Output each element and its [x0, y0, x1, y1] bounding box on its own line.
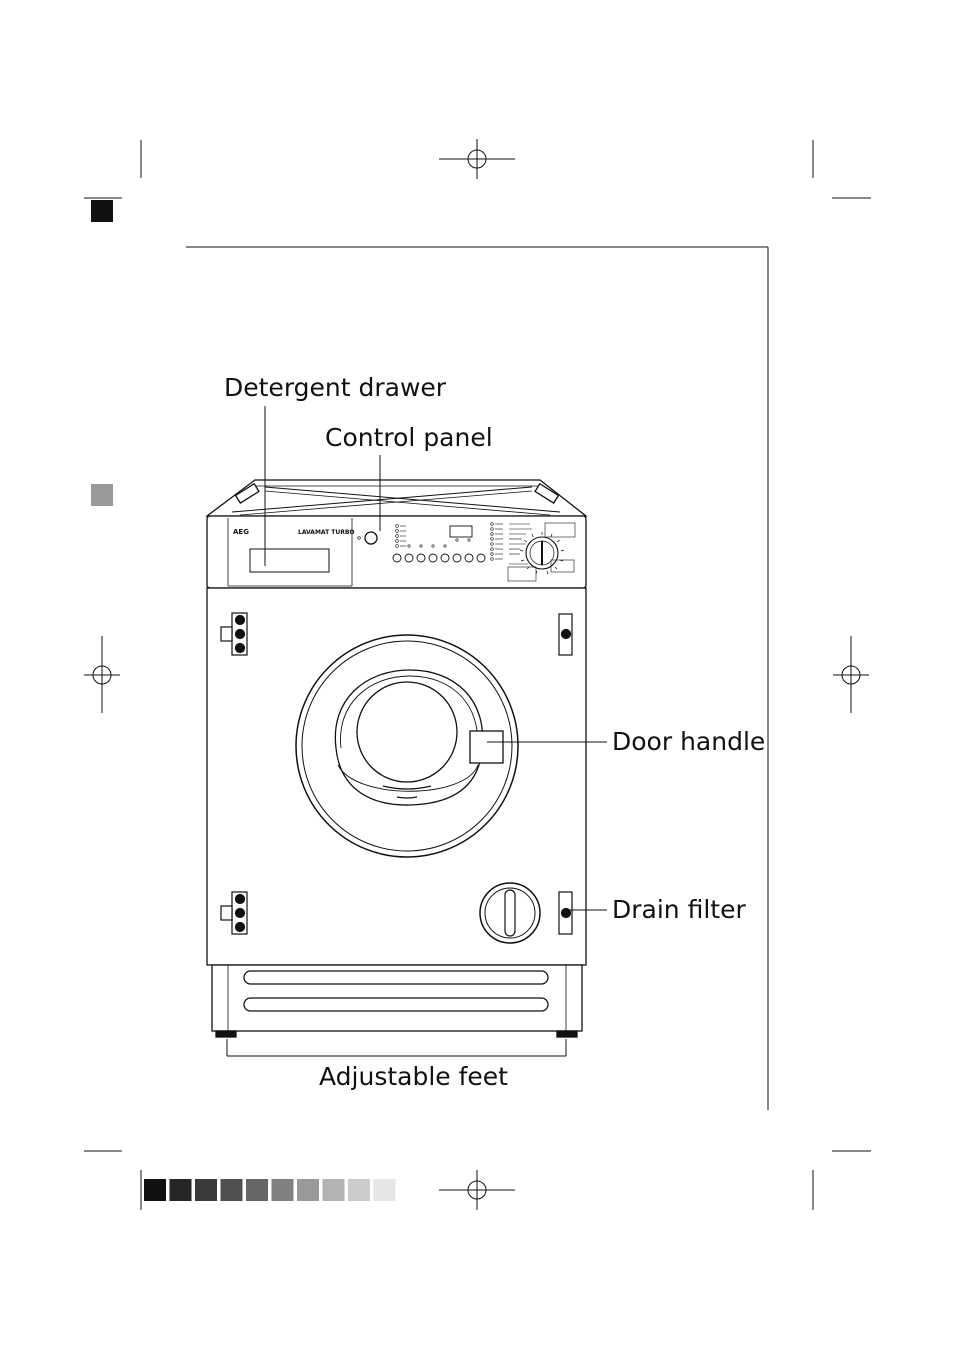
page-frame: [186, 246, 769, 1110]
calibration-swatch: [220, 1179, 243, 1201]
door-inner-ring: [301, 640, 513, 852]
calibration-swatch: [246, 1179, 268, 1201]
door-hinge-top: [220, 612, 248, 656]
calibration-swatch: [348, 1179, 370, 1201]
cabinet-front: [206, 587, 587, 966]
crop-marks: [84, 140, 871, 1210]
calibration-swatch: [373, 1179, 396, 1201]
door-outer-ring: [295, 634, 519, 858]
page-marker-dark: [91, 200, 113, 222]
door-porthole: [356, 681, 458, 783]
label-drain-filter: Drain filter: [612, 895, 746, 924]
registration-target-left: [84, 636, 120, 713]
registration-target-bottom: [439, 1170, 515, 1210]
foot-left: [215, 1030, 237, 1038]
filter-catch: [558, 891, 573, 935]
washing-machine: [205, 479, 588, 1038]
calibration-swatch: [322, 1179, 345, 1201]
calibration-swatch: [297, 1179, 319, 1201]
label-adjustable-feet: Adjustable feet: [319, 1062, 508, 1091]
transit-bolt-top-right: [534, 482, 560, 504]
drain-filter-cap: [479, 882, 541, 944]
page-marker-grey: [91, 484, 113, 506]
transit-bolt-top-left: [234, 482, 260, 504]
option-leds: [395, 524, 406, 548]
program-selector-knob: [525, 536, 559, 570]
calibration-swatch: [195, 1179, 217, 1201]
detergent-drawer-handle: [249, 548, 330, 573]
calibration-swatch: [169, 1179, 192, 1201]
display-window: [449, 525, 473, 538]
calibration-swatches: [144, 1179, 396, 1201]
registration-target-top: [439, 139, 515, 179]
calibration-swatch: [144, 1179, 166, 1201]
on-off-button: [364, 531, 378, 545]
foot-right: [556, 1030, 578, 1038]
model-name: LAVAMAT TURBO: [298, 529, 355, 536]
status-leds: [490, 522, 503, 561]
door-handle: [469, 730, 504, 764]
calibration-swatch: [271, 1179, 294, 1201]
door-hinge-bottom: [220, 891, 248, 935]
leader-lines: [226, 406, 607, 1057]
indicator-led: [357, 536, 361, 540]
plinth-slot-upper: [243, 970, 549, 985]
brand-logo: AEG: [233, 528, 249, 536]
program-buttons: [392, 553, 486, 563]
label-door-handle: Door handle: [612, 727, 765, 756]
plinth-slot-lower: [243, 997, 549, 1012]
label-detergent-drawer: Detergent drawer: [224, 373, 447, 402]
registration-target-right: [833, 636, 869, 713]
button-leds: [407, 538, 471, 548]
door-catch-top: [558, 613, 573, 656]
knob-scale-ticks: [519, 532, 565, 575]
label-control-panel: Control panel: [325, 423, 493, 452]
